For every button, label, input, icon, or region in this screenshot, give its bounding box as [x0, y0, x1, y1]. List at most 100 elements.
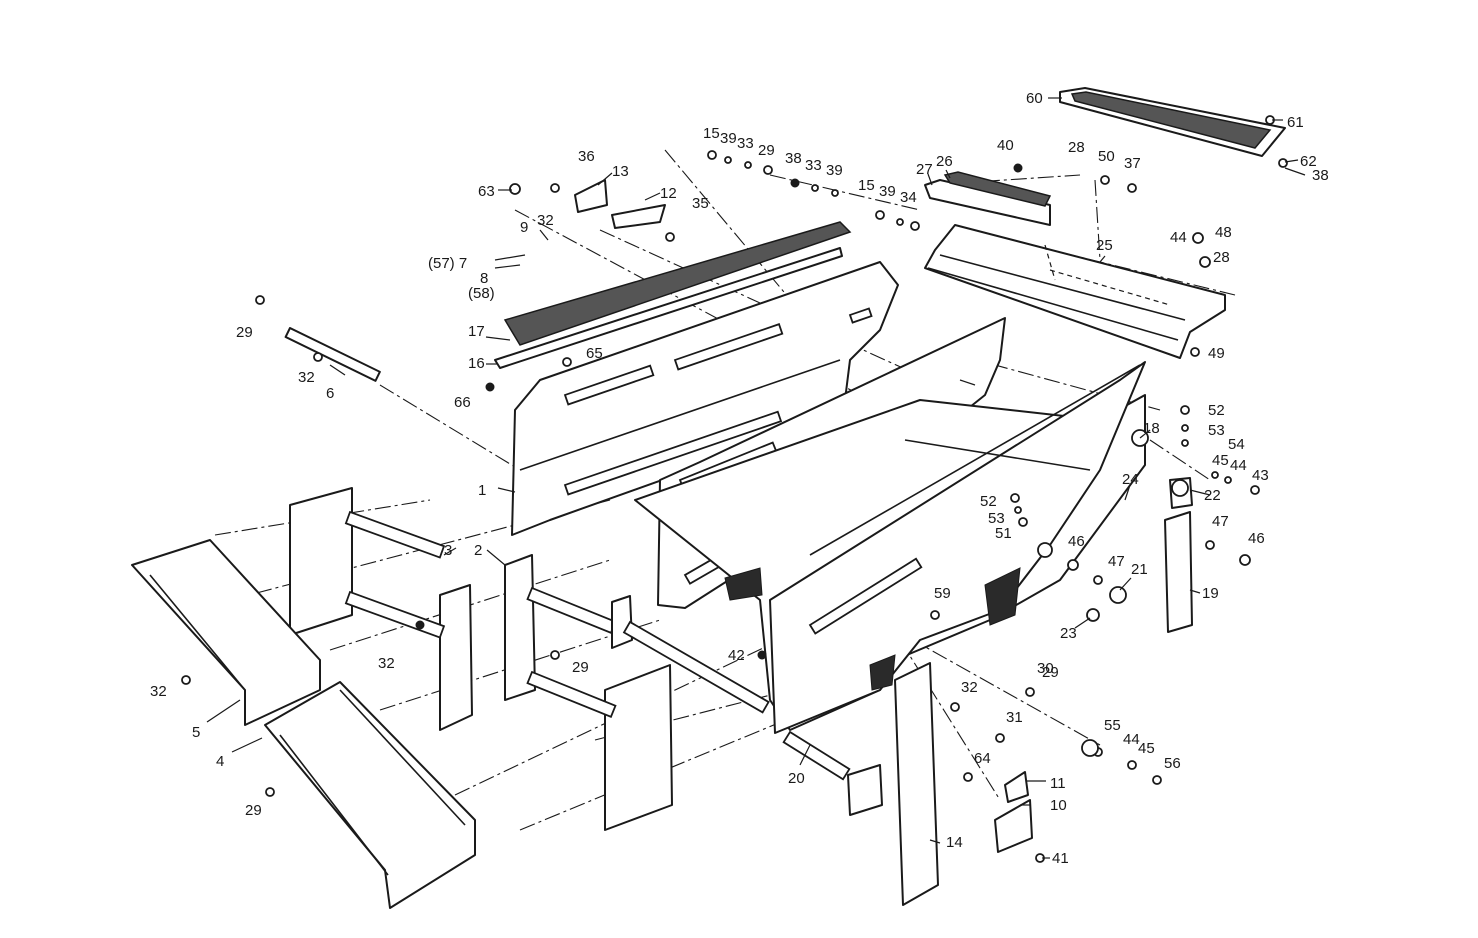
callout-label: 45 [1212, 452, 1229, 469]
callout-label: 8 [480, 270, 488, 287]
callout-label: 16 [468, 355, 485, 372]
callout-label: 42 [728, 647, 745, 664]
callout-label: 29 [1042, 664, 1059, 681]
callout-label: 49 [1208, 345, 1225, 362]
callout-label: 2 [474, 542, 482, 559]
callout-label: 59 [934, 585, 951, 602]
part-3-frame [289, 487, 473, 731]
callout-label: 44 [1123, 731, 1140, 748]
callout-label: 52 [1208, 402, 1225, 419]
part-25-rear-chute [924, 224, 1226, 359]
part-14-strip [894, 662, 939, 906]
part-17-long-mesh-strip [494, 221, 852, 369]
callout-label: 33 [805, 157, 822, 174]
callout-label: 39 [720, 130, 737, 147]
callout-label: 32 [378, 655, 395, 672]
callout-label: 46 [1068, 533, 1085, 550]
callout-label: 30 [1037, 660, 1054, 677]
callout-label: 27 [916, 161, 933, 178]
part-6-bracket [284, 327, 381, 382]
callout-label: 53 [988, 510, 1005, 527]
callout-label: 66 [454, 394, 471, 411]
callout-label: 25 [1096, 237, 1113, 254]
callout-label: 60 [1026, 90, 1043, 107]
callout-label: 29 [572, 659, 589, 676]
callout-label: 5 [192, 724, 200, 741]
callout-label: (58) [468, 285, 495, 302]
callout-label: 38 [785, 150, 802, 167]
callout-label: 22 [1204, 487, 1221, 504]
part-60-grille [1059, 87, 1286, 157]
callout-label: 44 [1170, 229, 1187, 246]
callout-label: 48 [1215, 224, 1232, 241]
callout-label: 31 [1006, 709, 1023, 726]
callout-label: 36 [578, 148, 595, 165]
callout-label: 20 [788, 770, 805, 787]
callout-label: 19 [1202, 585, 1219, 602]
callout-label: 41 [1052, 850, 1069, 867]
callout-label: 10 [1050, 797, 1067, 814]
part-1-left-panel [511, 261, 899, 536]
callout-label: 23 [1060, 625, 1077, 642]
callout-label: 32 [537, 212, 554, 229]
callout-label: 40 [997, 137, 1014, 154]
part-19-lever [1164, 477, 1193, 633]
callout-label: 43 [1252, 467, 1269, 484]
part-26-mesh-strip [924, 171, 1056, 281]
callout-label: 35 [692, 195, 709, 212]
callout-label: 18 [1143, 420, 1160, 437]
callout-label: 32 [961, 679, 978, 696]
callout-label: 11 [1050, 775, 1066, 792]
callout-labels: 1 2 3 4 5 6 (57) 7 8 (58) 9 10 11 12 13 … [150, 90, 1329, 867]
callout-label: 64 [974, 750, 991, 767]
parts-10-11-clips [994, 771, 1033, 853]
callout-label: 26 [936, 153, 953, 170]
callout-label: 39 [879, 183, 896, 200]
callout-label: 62 [1300, 153, 1317, 170]
callout-label: 45 [1138, 740, 1155, 757]
callout-label: 24 [1122, 471, 1139, 488]
callout-label: 28 [1213, 249, 1230, 266]
callout-label: 21 [1131, 561, 1148, 578]
part-20-shaft [782, 730, 883, 816]
callout-label: 37 [1124, 155, 1141, 172]
callout-label: 56 [1164, 755, 1181, 772]
callout-label: 39 [826, 162, 843, 179]
callout-label: 47 [1212, 513, 1229, 530]
callout-label: 12 [660, 185, 677, 202]
callout-leaders [206, 97, 1306, 859]
fasteners [181, 115, 1288, 863]
callout-label: 33 [737, 135, 754, 152]
callout-label: 51 [995, 525, 1012, 542]
callout-label: 6 [326, 385, 334, 402]
callout-label: 47 [1108, 553, 1125, 570]
callout-label: 13 [612, 163, 629, 180]
callout-label: 52 [980, 493, 997, 510]
callout-label: 14 [946, 834, 963, 851]
callout-label: 63 [478, 183, 495, 200]
callout-label: 32 [298, 369, 315, 386]
callout-label: 61 [1287, 114, 1304, 131]
hopper-body [634, 361, 1146, 734]
callout-label: 29 [236, 324, 253, 341]
callout-label: 32 [150, 683, 167, 700]
callout-label: 9 [520, 219, 528, 236]
callout-label: 53 [1208, 422, 1225, 439]
callout-label: 44 [1230, 457, 1247, 474]
callout-label: 1 [478, 482, 486, 499]
callout-label: (57) 7 [428, 255, 467, 272]
callout-label: 34 [900, 189, 917, 206]
callout-label: 17 [468, 323, 485, 340]
callout-label: 3 [444, 542, 452, 559]
callout-label: 28 [1068, 139, 1085, 156]
callout-label: 4 [216, 753, 224, 770]
callout-label: 15 [703, 125, 720, 142]
callout-label: 29 [758, 142, 775, 159]
callout-label: 38 [1312, 167, 1329, 184]
callout-label: 46 [1248, 530, 1265, 547]
parts-12-13-brackets [574, 179, 666, 229]
part-4-trough [264, 681, 476, 909]
callout-label: 50 [1098, 148, 1115, 165]
callout-label: 65 [586, 345, 603, 362]
